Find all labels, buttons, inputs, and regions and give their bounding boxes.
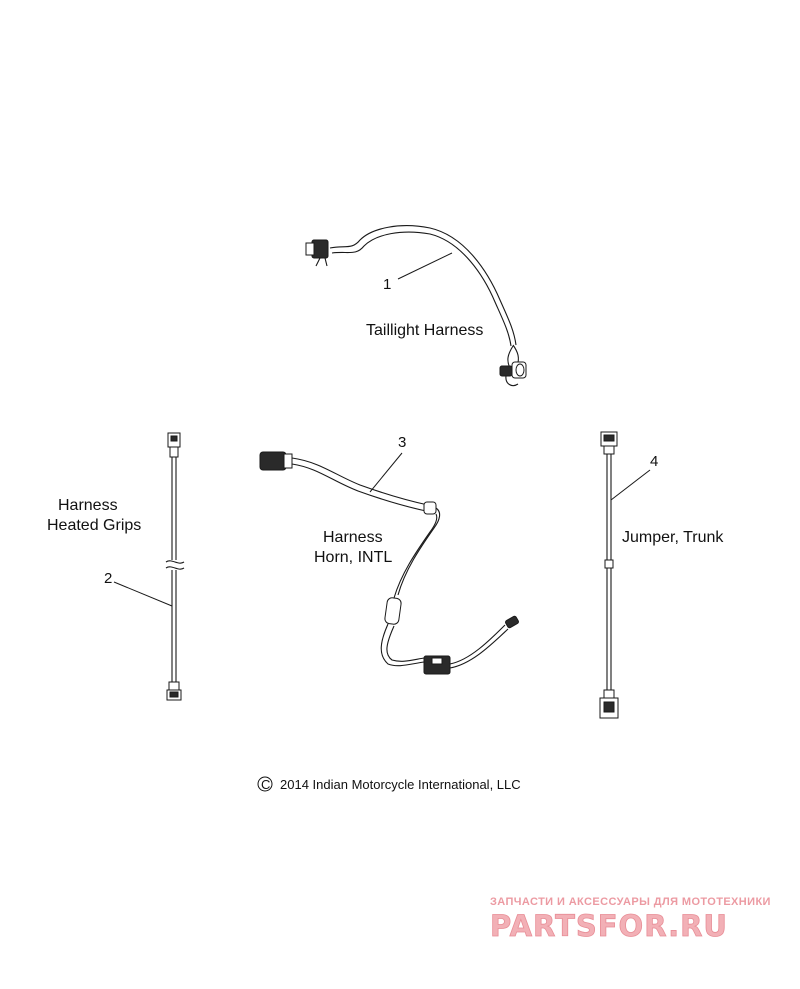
- horn-harness-label-line1: Harness: [323, 529, 383, 546]
- jumper-trunk-drawing: [599, 431, 619, 719]
- callout-4-leader: [610, 469, 651, 501]
- watermark: ЗАПЧАСТИ И АКСЕССУАРЫ ДЛЯ МОТОТЕХНИКИ PA…: [490, 896, 771, 943]
- callout-3: 3: [398, 434, 406, 451]
- watermark-brand: PARTSFOR.RU: [490, 909, 728, 943]
- taillight-harness-label: Taillight Harness: [366, 322, 483, 339]
- callout-4: 4: [650, 453, 658, 470]
- callout-3-leader: [369, 452, 403, 493]
- taillight-harness-drawing: [305, 225, 527, 387]
- copyright-circle-icon: [257, 776, 273, 792]
- copyright-text: 2014 Indian Motorcycle International, LL…: [280, 777, 521, 792]
- callout-2-leader: [113, 581, 173, 607]
- watermark-tagline: ЗАПЧАСТИ И АКСЕССУАРЫ ДЛЯ МОТОТЕХНИКИ: [490, 896, 771, 908]
- copyright-line: C 2014 Indian Motorcycle International, …: [257, 776, 521, 792]
- heated-grips-label-line1: Harness: [58, 497, 118, 514]
- jumper-trunk-label: Jumper, Trunk: [622, 529, 724, 546]
- callout-2: 2: [104, 570, 112, 587]
- heated-grips-label-line2: Heated Grips: [47, 517, 141, 534]
- callout-1: 1: [383, 276, 391, 293]
- horn-harness-label-line2: Horn, INTL: [314, 549, 392, 566]
- heated-grips-harness-drawing: [165, 432, 185, 701]
- copyright-symbol: C: [261, 777, 270, 792]
- horn-harness-drawing: [259, 451, 519, 675]
- callout-1-leader: [397, 252, 453, 280]
